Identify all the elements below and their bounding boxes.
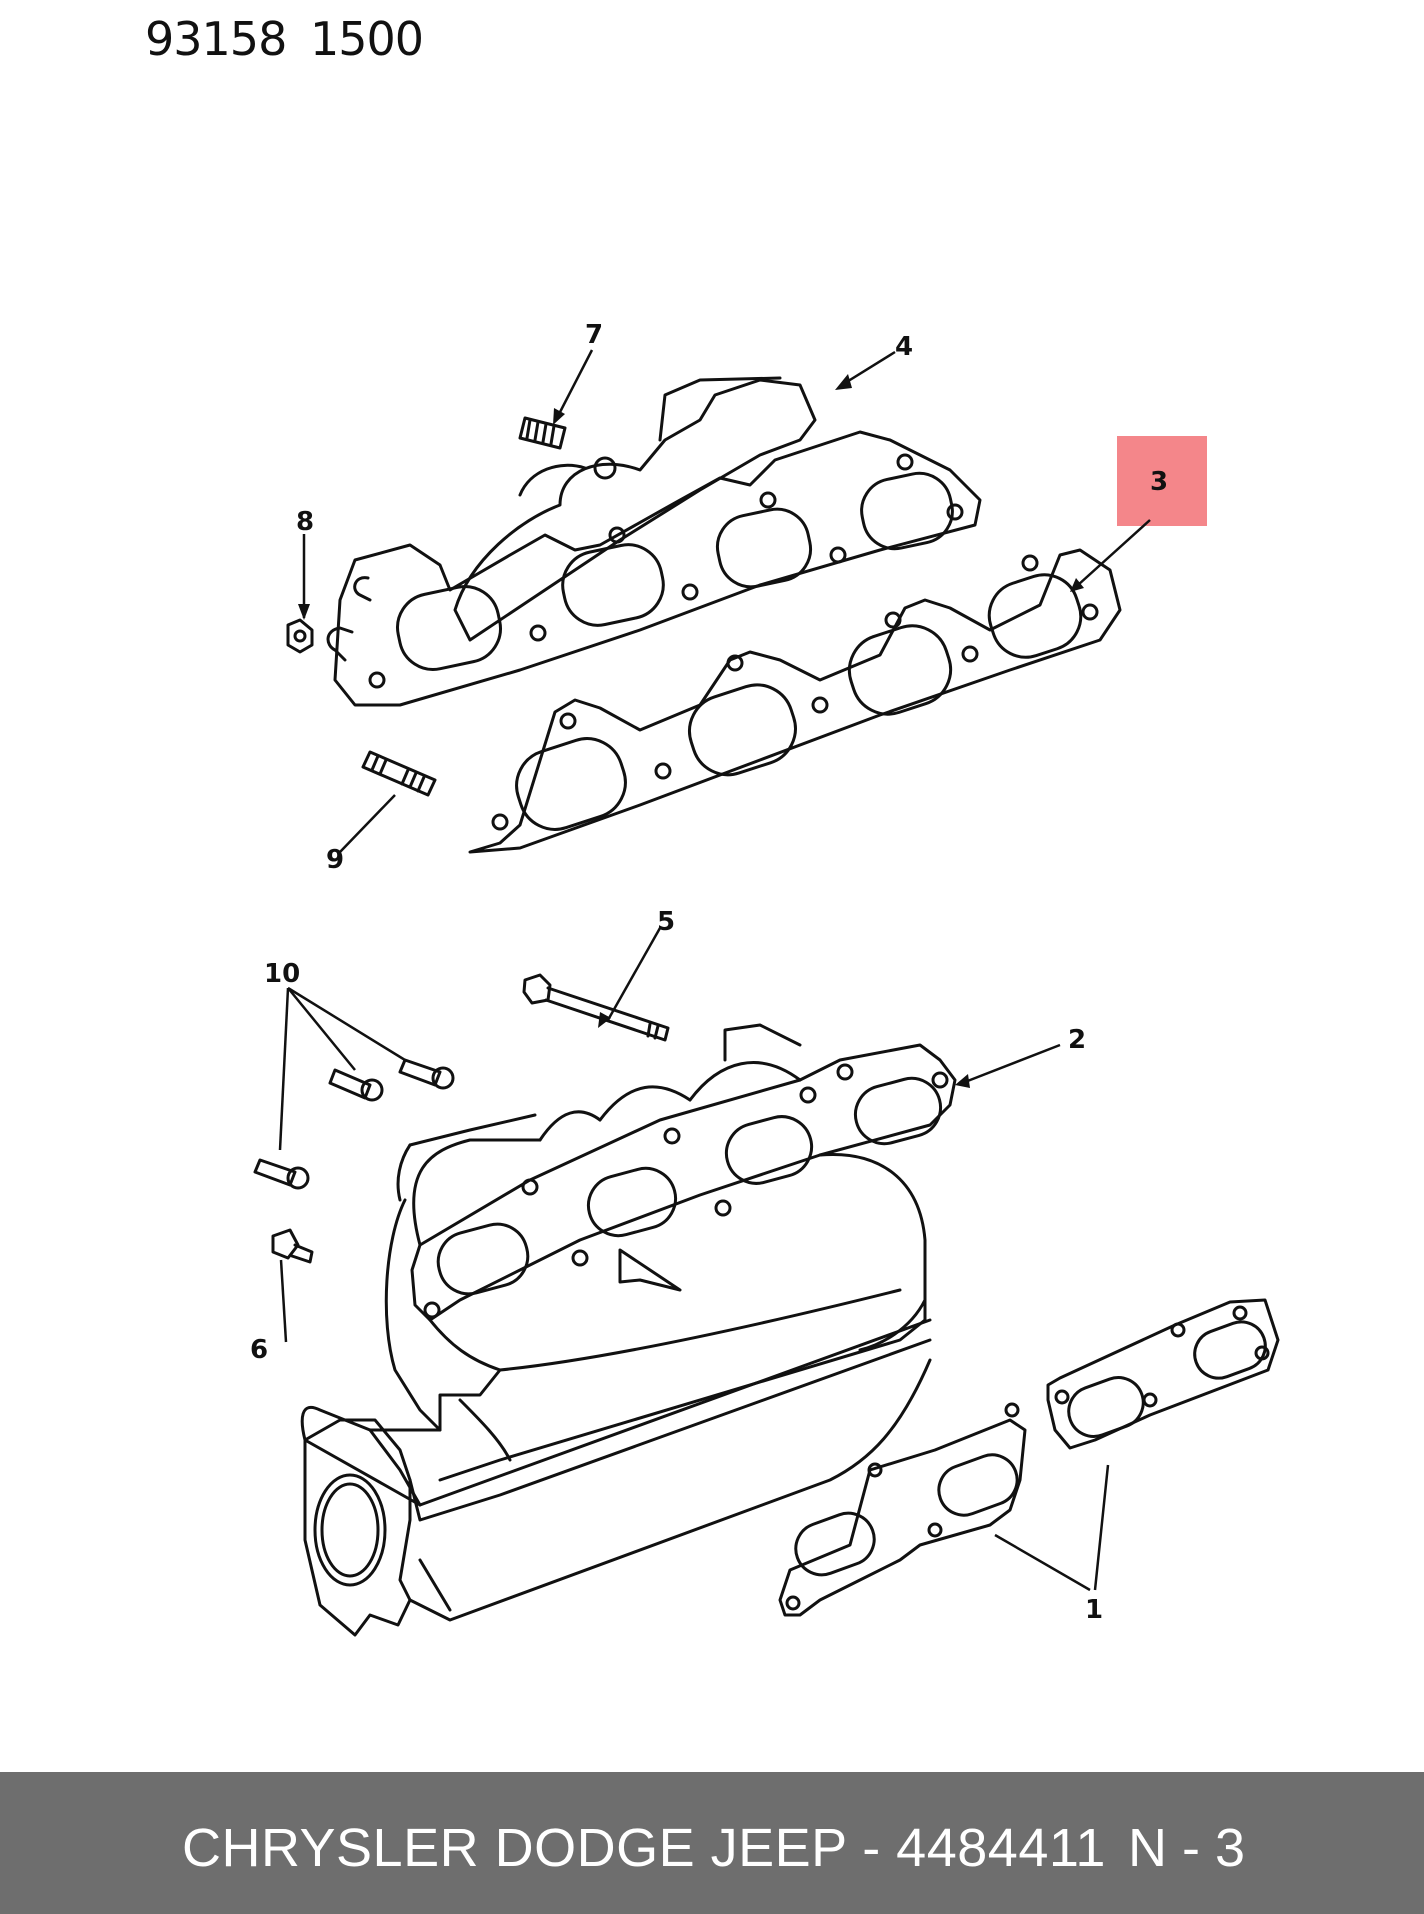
intake-gasket-left[interactable] <box>778 1402 1027 1617</box>
stud-7[interactable] <box>518 416 567 450</box>
callout-7[interactable]: 7 <box>585 320 603 350</box>
callout-9[interactable]: 9 <box>326 845 344 875</box>
callout-3[interactable]: 3 <box>1150 467 1168 497</box>
callout-4[interactable]: 4 <box>895 332 913 362</box>
bolt-10b[interactable] <box>398 1058 455 1090</box>
footer-part-info: CHRYSLER DODGE JEEP - 4484411 <box>182 1818 1106 1878</box>
exhaust-manifold[interactable] <box>326 376 982 707</box>
callout-3-highlight <box>1117 436 1207 526</box>
callout-10[interactable]: 10 <box>264 959 300 989</box>
intake-manifold[interactable] <box>300 1023 957 1637</box>
callout-6[interactable]: 6 <box>250 1335 268 1365</box>
callout-2[interactable]: 2 <box>1068 1025 1086 1055</box>
exhaust-manifold-gasket[interactable] <box>468 548 1122 854</box>
bolt-10a[interactable] <box>328 1068 384 1102</box>
stud-9[interactable] <box>361 750 437 797</box>
footer-bar: CHRYSLER DODGE JEEP - 4484411 N - 3 <box>0 1772 1424 1914</box>
bolt-10c[interactable] <box>253 1158 310 1190</box>
bolt-6[interactable] <box>271 1228 314 1264</box>
callout-labels: 3 4 7 8 9 5 2 10 6 1 <box>250 320 1168 1625</box>
bolt-5[interactable] <box>522 973 670 1042</box>
callout-8[interactable]: 8 <box>296 507 314 537</box>
diagram-code: 93158 1500 <box>145 12 424 66</box>
intake-gasket-right[interactable] <box>1046 1298 1280 1450</box>
exploded-parts-diagram: 3 4 7 8 9 5 2 10 6 1 <box>250 320 1280 1637</box>
leader-lines <box>278 349 1151 1592</box>
callout-5[interactable]: 5 <box>657 907 675 937</box>
callout-1[interactable]: 1 <box>1085 1595 1103 1625</box>
footer-page-ref: N - 3 <box>1128 1818 1246 1878</box>
nut-8[interactable] <box>286 618 314 654</box>
leader-arrowheads <box>298 374 1084 1088</box>
